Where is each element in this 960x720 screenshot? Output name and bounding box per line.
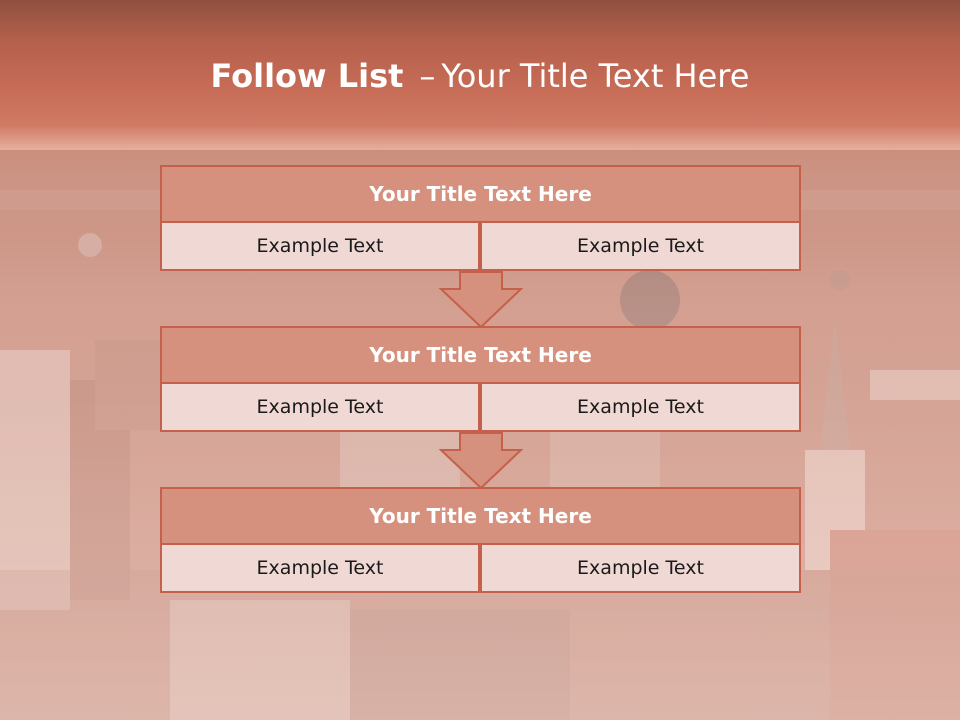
block-right-text: Example Text [480,221,801,271]
list-block-1: Your Title Text Here Example Text Exampl… [160,165,801,271]
block-left-text: Example Text [160,221,480,271]
down-arrow-icon [438,432,524,490]
title-rest: Your Title Text Here [441,57,750,95]
block-right-text: Example Text [480,543,801,593]
block-left-text: Example Text [160,543,480,593]
block-left-text: Example Text [160,382,480,432]
list-block-2: Your Title Text Here Example Text Exampl… [160,326,801,432]
title-dash: – [419,57,436,95]
list-block-3: Your Title Text Here Example Text Exampl… [160,487,801,593]
block-heading: Your Title Text Here [160,165,801,223]
block-right-text: Example Text [480,382,801,432]
page-title: Follow List–Your Title Text Here [0,54,960,98]
block-heading: Your Title Text Here [160,326,801,384]
block-heading: Your Title Text Here [160,487,801,545]
title-bold: Follow List [210,57,404,95]
down-arrow-icon [438,271,524,329]
